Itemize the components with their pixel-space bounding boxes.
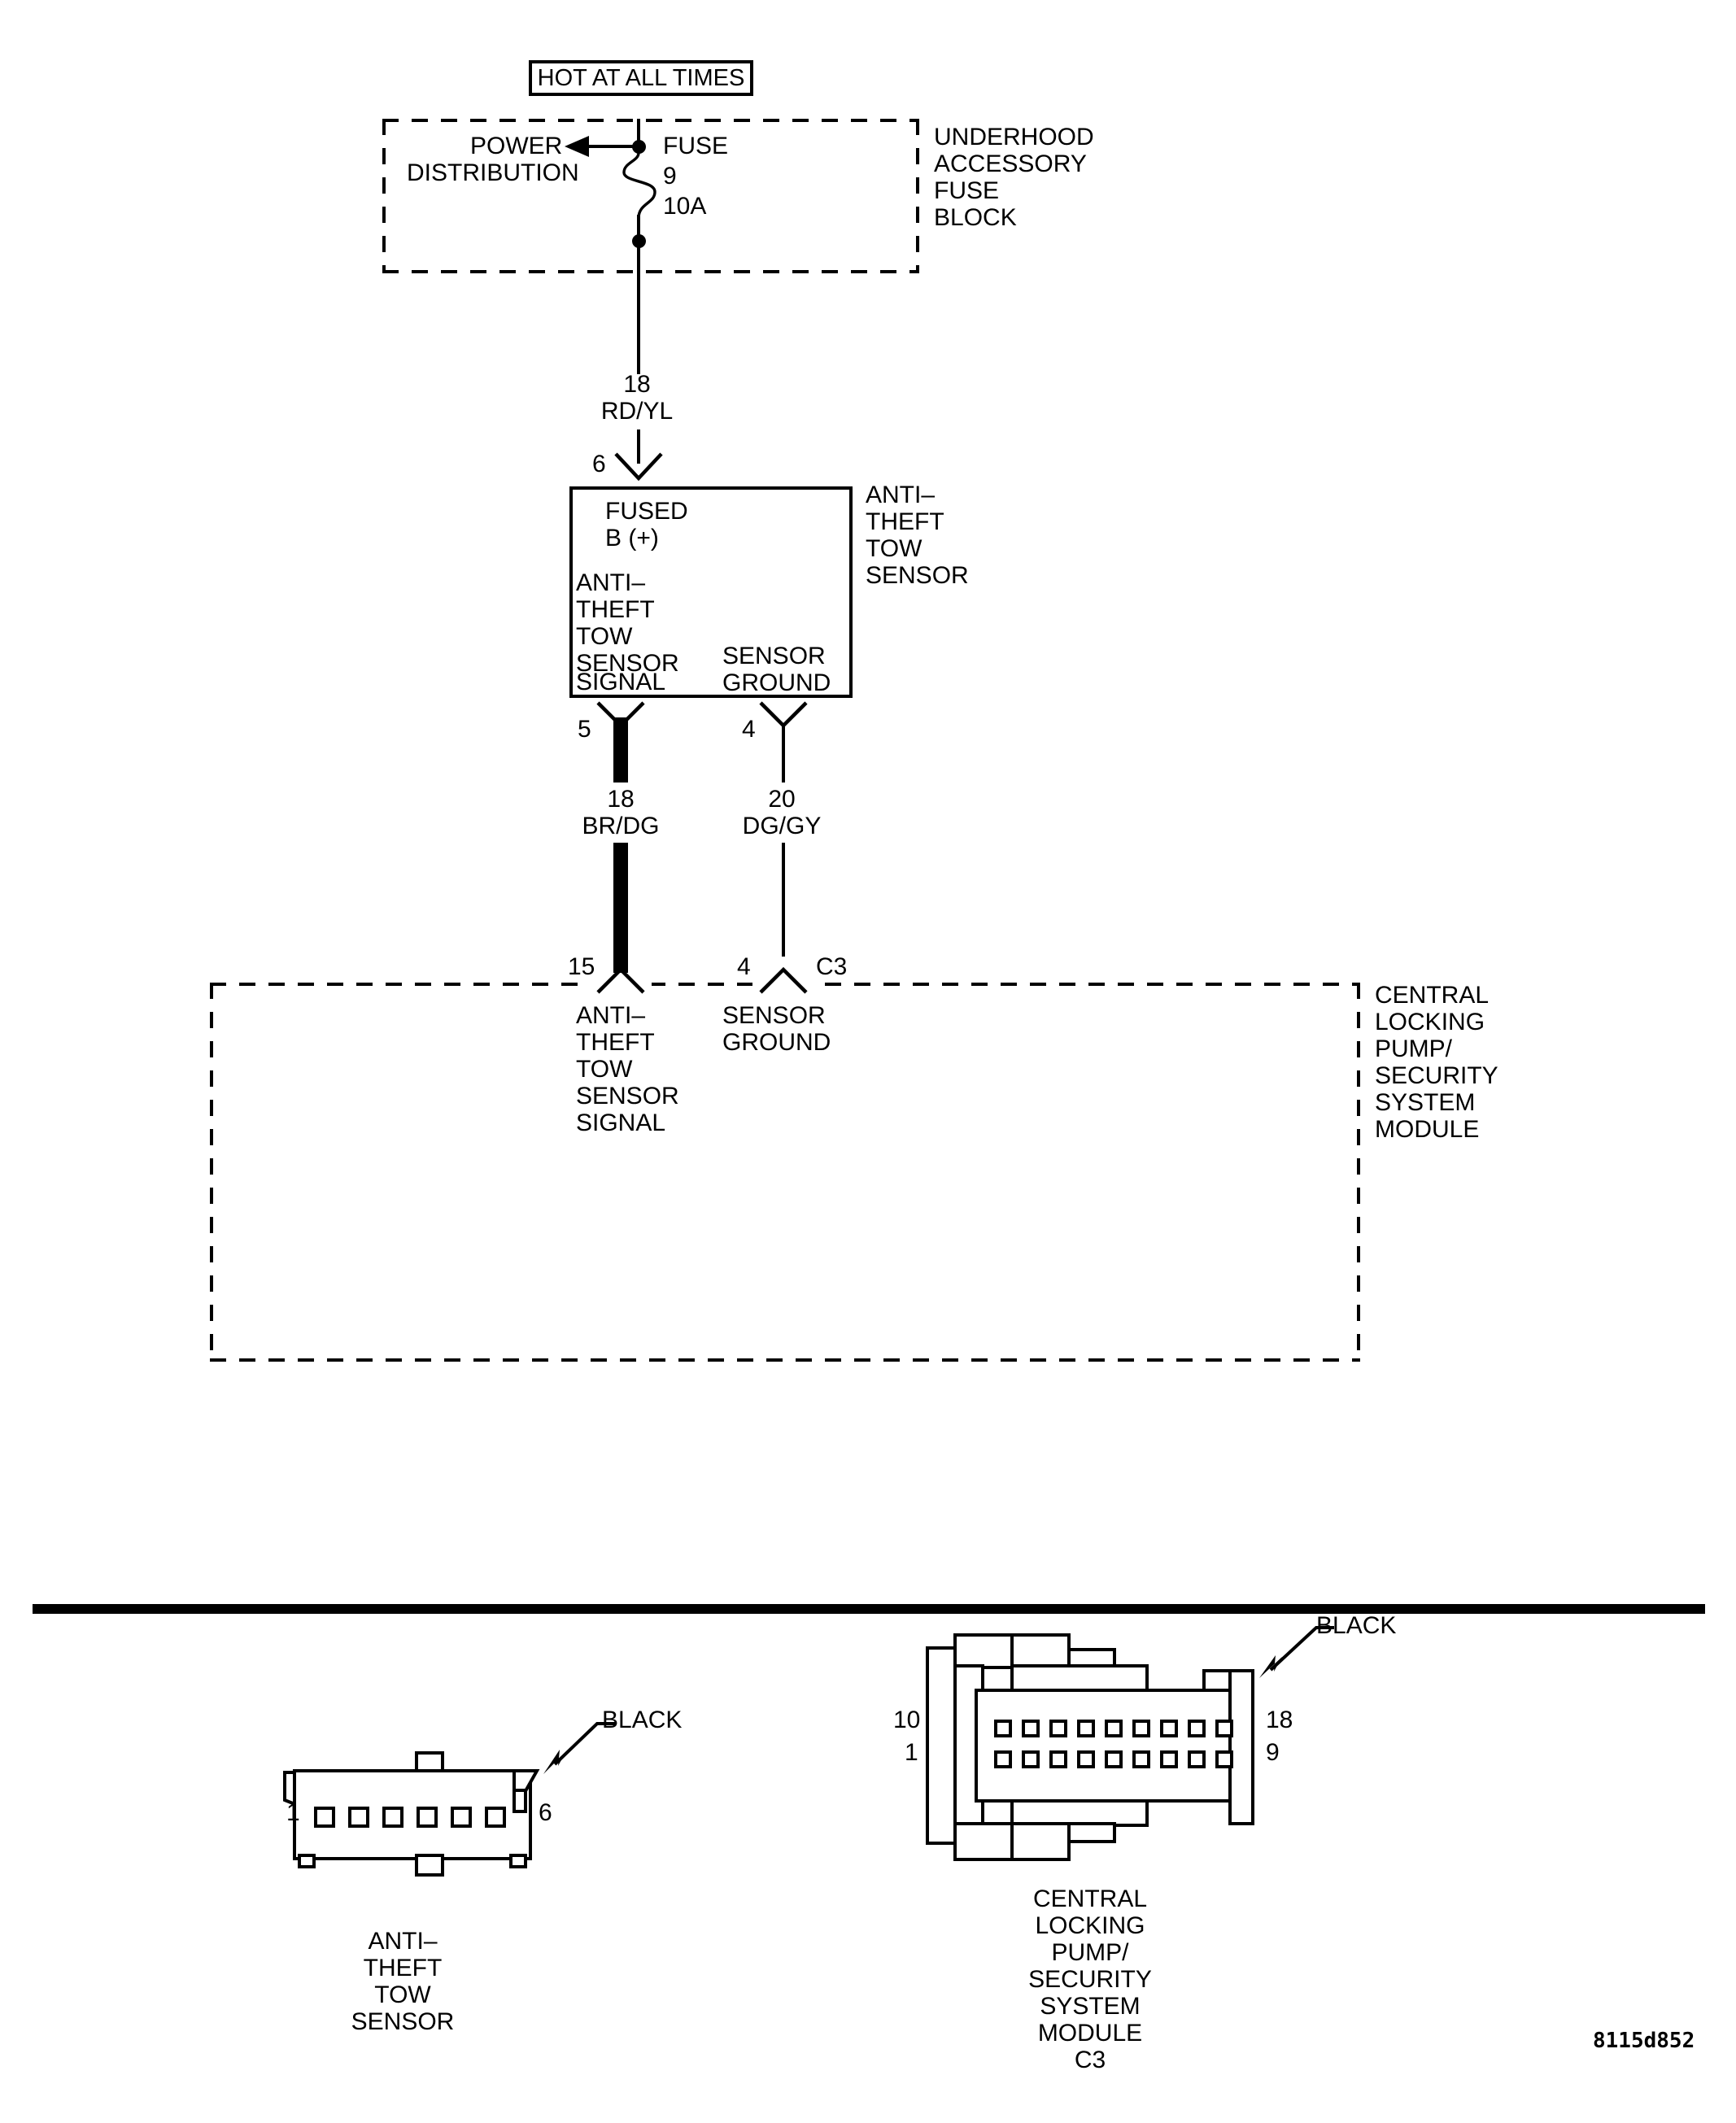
- sensor-signal-label-line-4: SENSOR: [576, 650, 679, 677]
- wire-brdg-segment-upper: [613, 717, 628, 783]
- right-connector-name-line-4: SECURITY: [1028, 1966, 1152, 1993]
- hot-at-all-times-label: HOT AT ALL TIMES: [537, 65, 745, 91]
- sensor-name-line-2: THEFT: [866, 508, 944, 535]
- module-name-line-1: CENTRAL: [1375, 982, 1490, 1009]
- anti-theft-tow-sensor-connector-drawing: [283, 1751, 540, 1877]
- right-connector-name-line-5: SYSTEM: [1040, 1993, 1141, 2020]
- module-pin-4-number: 4: [737, 953, 751, 980]
- module-signal-label-line-4: SENSOR: [576, 1083, 679, 1109]
- section-divider-rule: [33, 1604, 1705, 1614]
- anti-theft-tow-sensor-box: [569, 486, 853, 698]
- fuse-element-icon: [622, 152, 656, 219]
- right-connector-pin-bottom-left-number: 1: [905, 1739, 918, 1766]
- underhood-fuse-block-boundary: [382, 119, 919, 273]
- fuse-label-line-2: 9: [663, 163, 677, 190]
- right-connector-pin-top-left-number: 10: [893, 1707, 921, 1733]
- wire-rdyl-segment-lower: [637, 429, 640, 464]
- sensor-pin-4-number: 4: [742, 716, 756, 743]
- module-ground-label-line-2: GROUND: [722, 1029, 831, 1056]
- sensor-pin-5-number: 5: [578, 716, 591, 743]
- sensor-ground-label-line-1: SENSOR: [722, 643, 826, 669]
- wire-brdg-segment-lower: [613, 843, 628, 957]
- left-connector-name-line-1: ANTI–: [368, 1928, 438, 1955]
- left-connector-color-label: BLACK: [602, 1707, 683, 1733]
- sensor-signal-label-line-2: THEFT: [576, 596, 655, 623]
- sensor-ground-label-line-2: GROUND: [722, 669, 831, 696]
- right-connector-name-line-7: C3: [1074, 2047, 1106, 2073]
- diagram-id-code: 8115d852: [1593, 2029, 1695, 2053]
- fuse-block-name-line-4: BLOCK: [934, 204, 1017, 231]
- sensor-fused-label-line-1: FUSED: [605, 498, 688, 525]
- left-connector-name-line-4: SENSOR: [351, 2008, 455, 2035]
- fuse-block-name-line-1: UNDERHOOD: [934, 124, 1094, 150]
- wire-rdyl-gauge: 18: [623, 371, 651, 398]
- right-connector-pin-top-right-number: 18: [1266, 1707, 1293, 1733]
- fuse-bottom-junction-dot: [632, 234, 646, 248]
- module-name-line-3: PUMP/: [1375, 1035, 1453, 1062]
- fuse-top-junction-dot: [632, 140, 646, 154]
- right-connector-name-line-1: CENTRAL: [1032, 1885, 1148, 1912]
- power-distribution-arrow: [565, 136, 639, 157]
- fuse-label-line-3: 10A: [663, 193, 707, 220]
- sensor-signal-label-line-3: TOW: [576, 623, 633, 650]
- module-name-line-2: LOCKING: [1375, 1009, 1485, 1035]
- wire-dggy-gauge: 20: [768, 786, 796, 813]
- module-signal-label-line-5: SIGNAL: [576, 1109, 666, 1136]
- power-distribution-label-line-1: POWER: [470, 133, 563, 159]
- wire-dggy-segment-lower: [782, 843, 785, 957]
- right-connector-name-line-3: PUMP/: [1051, 1939, 1129, 1966]
- module-ground-label-line-1: SENSOR: [722, 1002, 826, 1029]
- right-connector-name-line-6: MODULE: [1037, 2020, 1143, 2047]
- central-locking-module-connector-drawing: [926, 1633, 1254, 1861]
- module-name-line-4: SECURITY: [1375, 1062, 1498, 1089]
- module-name-line-6: MODULE: [1375, 1116, 1480, 1143]
- fuse-block-name-line-2: ACCESSORY: [934, 150, 1087, 177]
- fuse-label-line-1: FUSE: [663, 133, 729, 159]
- module-pin-15-number: 15: [568, 953, 595, 980]
- sensor-name-line-3: TOW: [866, 535, 923, 562]
- right-connector-name-line-2: LOCKING: [1035, 1912, 1145, 1939]
- left-connector-pin-right-number: 6: [539, 1799, 552, 1826]
- sensor-name-line-4: SENSOR: [866, 562, 969, 589]
- wire-dggy-segment-upper: [782, 724, 785, 783]
- sensor-signal-label-line-5: SIGNAL: [576, 669, 666, 695]
- module-connector-ref-c3: C3: [816, 953, 848, 980]
- central-locking-module-boundary: [210, 983, 1360, 1362]
- power-distribution-label-line-2: DISTRIBUTION: [407, 159, 579, 186]
- sensor-fused-label-line-2: B (+): [605, 525, 659, 551]
- connector-symbol-module-pin4: [752, 966, 814, 996]
- right-connector-black-callout-arrow: [1259, 1626, 1334, 1678]
- fuse-block-name-line-3: FUSE: [934, 177, 1000, 204]
- wire-brdg-into-module: [613, 957, 628, 973]
- wire-brdg-gauge: 18: [607, 786, 635, 813]
- module-signal-label-line-2: THEFT: [576, 1029, 655, 1056]
- wire-rdyl-color: RD/YL: [600, 398, 674, 425]
- wire-brdg-color: BR/DG: [582, 813, 660, 839]
- sensor-name-line-1: ANTI–: [866, 482, 936, 508]
- module-signal-label-line-1: ANTI–: [576, 1002, 646, 1029]
- left-connector-pin-left-number: 1: [286, 1799, 300, 1826]
- module-signal-label-line-3: TOW: [576, 1056, 633, 1083]
- fuse-feed-wire-top: [637, 119, 640, 151]
- connector-symbol-sensor-pin6: [614, 452, 663, 482]
- wire-rdyl-segment-upper: [637, 273, 640, 374]
- left-connector-name-line-3: TOW: [374, 1981, 431, 2008]
- hot-at-all-times-box: [529, 60, 753, 96]
- sensor-signal-label-line-1: ANTI–: [576, 569, 646, 596]
- sensor-pin-6-number: 6: [592, 451, 606, 477]
- right-connector-color-label: BLACK: [1316, 1612, 1397, 1639]
- module-name-line-5: SYSTEM: [1375, 1089, 1476, 1116]
- wire-dggy-color: DG/GY: [742, 813, 822, 839]
- right-connector-pin-bottom-right-number: 9: [1266, 1739, 1280, 1766]
- left-connector-name-line-2: THEFT: [363, 1955, 443, 1981]
- left-connector-black-callout-arrow: [543, 1722, 615, 1774]
